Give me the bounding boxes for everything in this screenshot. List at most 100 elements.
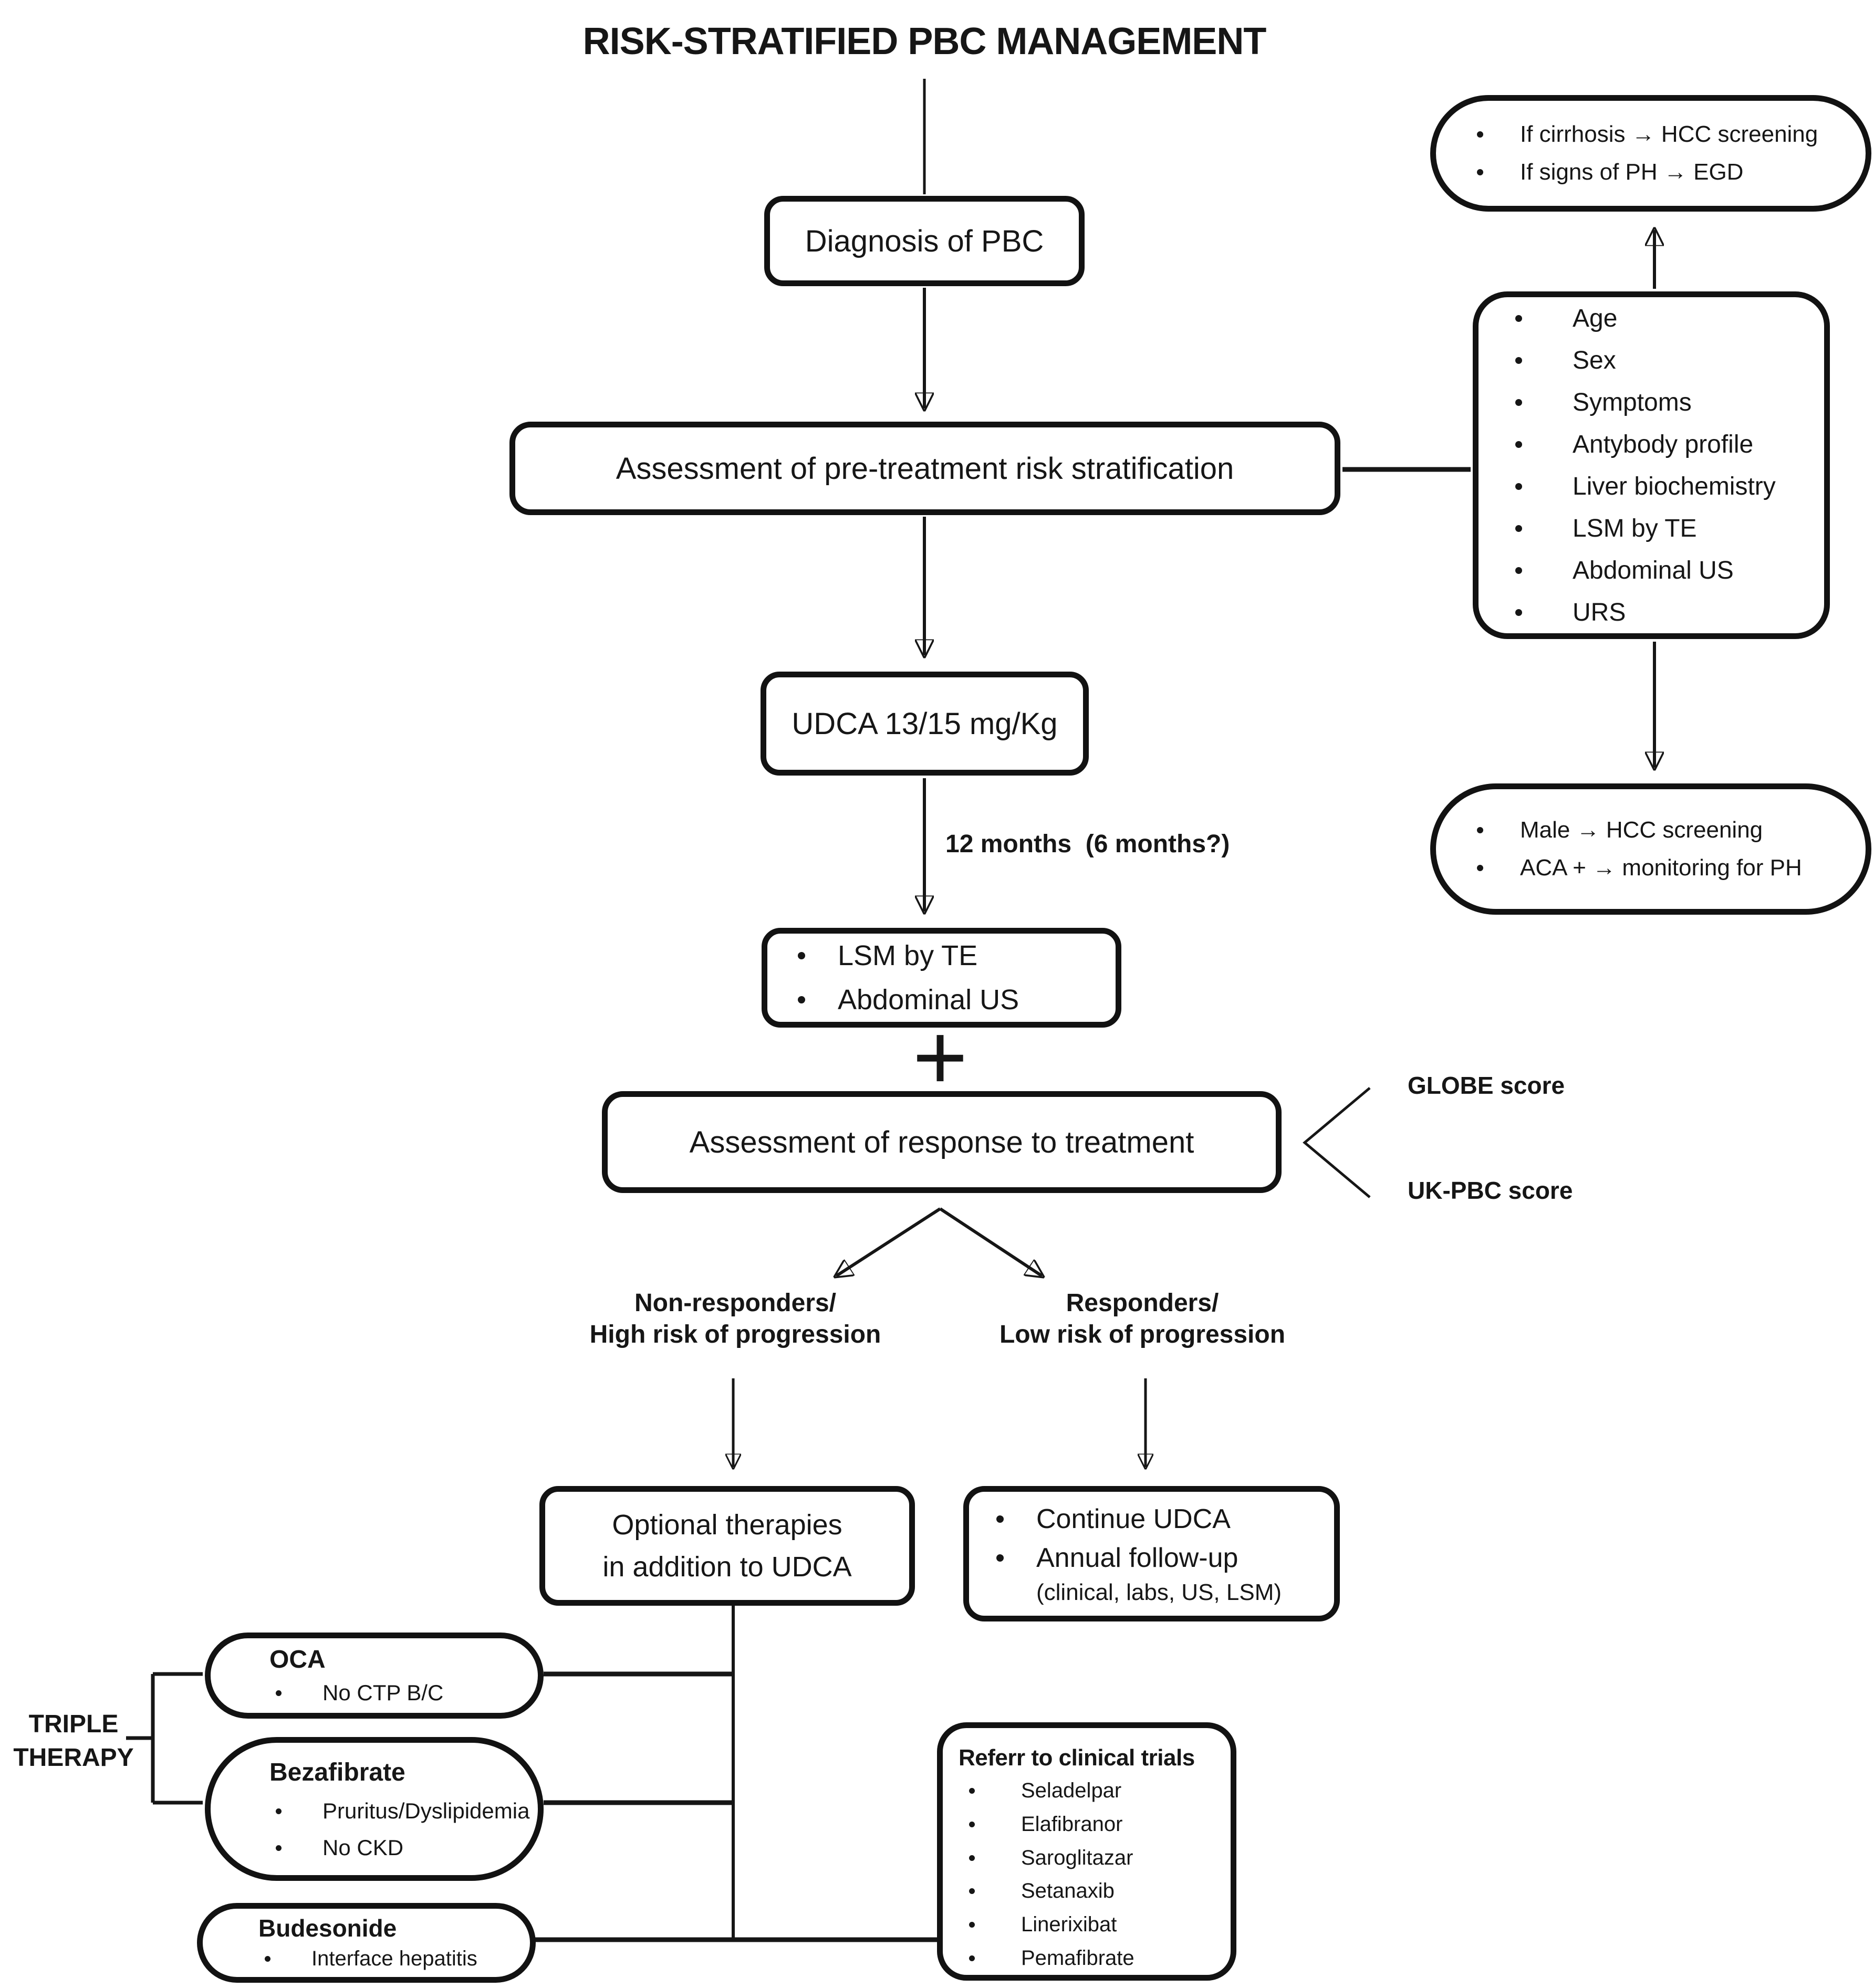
list-item-label: Pruritus/Dyslipidemia — [322, 1798, 530, 1823]
bullet-icon — [265, 1955, 270, 1962]
bullet-icon — [969, 1788, 975, 1794]
bullet-icon — [1515, 483, 1522, 490]
list-item-label: Sex — [1573, 346, 1616, 374]
list-item-label: If cirrhosis → HCC screening — [1520, 121, 1818, 147]
node-clinical-trials: Referr to clinical trials Seladelpar Ela… — [937, 1722, 1236, 1981]
node-udca: UDCA 13/15 mg/Kg — [761, 672, 1089, 776]
list-item-label: Pemafibrate — [1021, 1946, 1134, 1970]
interval-label: 12 months (6 months?) — [945, 830, 1230, 858]
list-item: If cirrhosis → HCC screening — [1436, 116, 1866, 153]
bullet-icon — [969, 1955, 975, 1961]
bullet-icon — [1477, 827, 1483, 833]
list-item: Setanaxib — [959, 1875, 1231, 1908]
list-item-label: Continue UDCA — [1036, 1504, 1231, 1534]
node-cirrhosis-screening: If cirrhosis → HCC screening If signs of… — [1430, 95, 1871, 212]
node-pretreatment-assessment-label: Assessment of pre-treatment risk stratif… — [616, 451, 1234, 486]
page-title: RISK-STRATIFIED PBC MANAGEMENT — [582, 20, 1267, 62]
list-item-label: URS — [1573, 598, 1626, 626]
branch-left-line1: Non-responders/ — [634, 1289, 837, 1317]
node-optional-therapies: Optional therapies in addition to UDCA — [539, 1486, 915, 1606]
list-item-label: No CKD — [322, 1835, 404, 1860]
list-item: ACA + → monitoring for PH — [1436, 849, 1866, 887]
list-item-label: Seladelpar — [1021, 1779, 1122, 1803]
list-item: Male → HCC screening — [1436, 811, 1866, 849]
node-optional-line1: Optional therapies — [612, 1509, 842, 1541]
node-budesonide: Budesonide Interface hepatitis — [197, 1903, 536, 1983]
followup-note: (clinical, labs, US, LSM) — [1036, 1579, 1282, 1605]
list-item: LSM by TE — [767, 934, 1116, 978]
node-response-assessment-label: Assessment of response to treatment — [689, 1125, 1194, 1159]
bullet-icon — [276, 1690, 282, 1696]
bullet-icon — [969, 1888, 975, 1895]
list-item: No CTP B/C — [269, 1677, 538, 1709]
node-bezafibrate-title: Bezafibrate — [269, 1758, 405, 1786]
bullet-icon — [798, 952, 805, 959]
list-item-label: If signs of PH → EGD — [1520, 159, 1744, 185]
list-item-label: Saroglitazar — [1021, 1846, 1133, 1869]
triple-therapy-line2: THERAPY — [13, 1744, 134, 1772]
list-item: Age — [1479, 297, 1824, 339]
list-item: URS — [1479, 591, 1824, 633]
list-item-label: LSM by TE — [1573, 514, 1697, 542]
list-item: Sex — [1479, 339, 1824, 381]
list-item: Continue UDCA — [969, 1500, 1334, 1539]
bullet-icon — [1477, 169, 1483, 175]
bullet-icon — [996, 1515, 1004, 1523]
bullet-icon — [276, 1845, 282, 1851]
list-item: Annual follow-up — [969, 1539, 1334, 1577]
globe-score-label: GLOBE score — [1408, 1072, 1565, 1099]
node-oca: OCA No CTP B/C — [205, 1633, 544, 1719]
bullet-icon — [1515, 609, 1522, 616]
branch-right-line2: Low risk of progression — [999, 1321, 1286, 1348]
plus-connector: + — [912, 1004, 968, 1110]
list-item-label: Liver biochemistry — [1573, 472, 1776, 500]
list-item: Abdominal US — [1479, 549, 1824, 591]
list-item-label: LSM by TE — [838, 940, 978, 971]
bullet-icon — [969, 1855, 975, 1861]
bullet-icon — [969, 1821, 975, 1827]
node-responders-plan: Continue UDCA Annual follow-up (clinical… — [963, 1486, 1340, 1621]
node-diagnosis-label: Diagnosis of PBC — [805, 224, 1044, 258]
bullet-icon — [798, 996, 805, 1003]
list-item: Liver biochemistry — [1479, 465, 1824, 507]
list-item: Symptoms — [1479, 381, 1824, 423]
node-clinical-trials-title: Referr to clinical trials — [959, 1744, 1195, 1771]
bullet-icon — [276, 1808, 282, 1814]
list-item-label: Elafibranor — [1021, 1812, 1123, 1836]
list-item: Seladelpar — [959, 1774, 1231, 1808]
list-item-label: Male → HCC screening — [1520, 817, 1763, 843]
node-response-assessment: Assessment of response to treatment — [602, 1091, 1282, 1193]
node-oca-title: OCA — [269, 1645, 326, 1673]
node-budesonide-title: Budesonide — [258, 1914, 397, 1942]
list-item: Pemafibrate — [959, 1941, 1231, 1975]
bullet-icon — [1477, 865, 1483, 871]
triple-therapy-label: TRIPLE THERAPY — [0, 1708, 147, 1775]
bullet-icon — [969, 1921, 975, 1928]
list-item: Antybody profile — [1479, 423, 1824, 465]
node-bezafibrate: Bezafibrate Pruritus/Dyslipidemia No CKD — [205, 1737, 544, 1881]
list-item-label: Antybody profile — [1573, 430, 1754, 458]
bullet-icon — [996, 1554, 1004, 1562]
list-item-label: Annual follow-up — [1036, 1543, 1238, 1573]
node-optional-line2: in addition to UDCA — [602, 1551, 852, 1583]
node-monitoring: LSM by TE Abdominal US — [762, 928, 1121, 1028]
ukpbc-score-label: UK-PBC score — [1408, 1177, 1573, 1204]
list-item-label: Linerixibat — [1021, 1912, 1117, 1936]
arrow-branch-left — [836, 1207, 941, 1276]
branch-left-line2: High risk of progression — [589, 1321, 881, 1348]
node-male-aca: Male → HCC screening ACA + → monitoring … — [1430, 783, 1871, 915]
list-item: Saroglitazar — [959, 1841, 1231, 1875]
node-udca-label: UDCA 13/15 mg/Kg — [792, 706, 1058, 741]
list-item: Linerixibat — [959, 1908, 1231, 1942]
list-item: Interface hepatitis — [258, 1944, 530, 1973]
list-item: LSM by TE — [1479, 507, 1824, 549]
list-item: No CKD — [269, 1829, 538, 1866]
list-item-label: Abdominal US — [838, 984, 1019, 1016]
list-item-label: Setanaxib — [1021, 1879, 1115, 1903]
bullet-icon — [1477, 131, 1483, 138]
list-item-label: Age — [1573, 304, 1618, 332]
branch-right-label: Responders/ Low risk of progression — [959, 1288, 1326, 1351]
list-item-label: Interface hepatitis — [311, 1947, 477, 1970]
bullet-icon — [1515, 357, 1522, 364]
